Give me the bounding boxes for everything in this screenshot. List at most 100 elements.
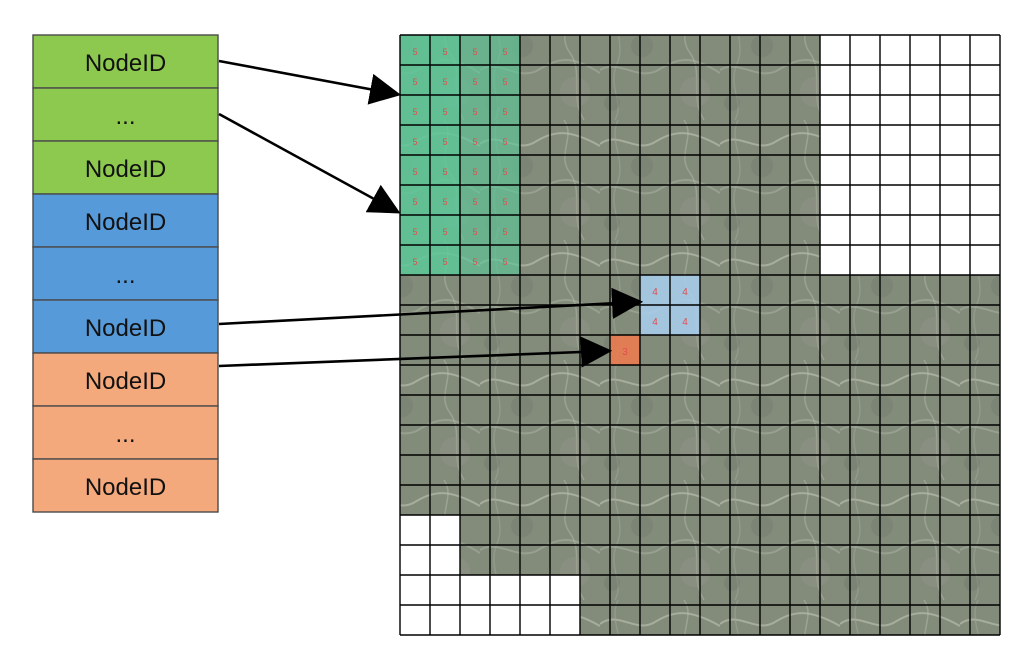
node-id-list: NodeID...NodeIDNodeID...NodeIDNodeID...N… <box>32 34 219 513</box>
node-id-row: NodeID <box>32 458 219 513</box>
level5-cell <box>460 35 490 65</box>
node-id-row-label: NodeID <box>85 156 166 183</box>
node-id-row-box <box>32 87 219 142</box>
level4-cell <box>670 305 700 335</box>
level5-cell-label: 5 <box>502 137 507 147</box>
level5-cell-label: 5 <box>442 137 447 147</box>
level5-cell-label: 5 <box>502 197 507 207</box>
level5-cell <box>490 185 520 215</box>
mapping-arrow <box>218 287 644 326</box>
node-id-row-label: ... <box>115 421 135 448</box>
level5-cell-label: 5 <box>412 77 417 87</box>
level5-cell-label: 5 <box>442 47 447 57</box>
node-id-row-box <box>32 34 219 89</box>
level5-cell <box>460 215 490 245</box>
level5-cell-label: 5 <box>472 227 477 237</box>
level5-cell <box>430 215 460 245</box>
level5-cell <box>490 245 520 275</box>
level5-cell-label: 5 <box>502 227 507 237</box>
level4-cell-label: 4 <box>652 287 658 298</box>
mapping-arrow <box>218 112 401 214</box>
level4-cell <box>670 275 700 305</box>
node-id-row: ... <box>32 405 219 460</box>
level5-cell <box>400 95 430 125</box>
node-id-row: NodeID <box>32 352 219 407</box>
level5-cell <box>490 65 520 95</box>
level5-cell-label: 5 <box>472 77 477 87</box>
level5-cell <box>400 155 430 185</box>
level5-cell-label: 5 <box>472 257 477 267</box>
node-id-row: ... <box>32 246 219 301</box>
level5-cell-label: 5 <box>502 107 507 117</box>
level5-cell <box>430 65 460 95</box>
node-id-row-box <box>32 299 219 354</box>
level5-cell <box>460 155 490 185</box>
level5-cell-label: 5 <box>502 77 507 87</box>
level5-cell <box>430 155 460 185</box>
level5-cell <box>400 215 430 245</box>
level5-cell-label: 5 <box>442 257 447 267</box>
level4-cell-label: 4 <box>682 317 688 328</box>
level5-cell-label: 5 <box>412 197 417 207</box>
node-id-row-label: NodeID <box>85 315 166 342</box>
level5-cell <box>490 215 520 245</box>
mapping-arrow <box>218 59 402 105</box>
level5-cell <box>430 125 460 155</box>
level4-cell-label: 4 <box>652 317 658 328</box>
level5-cell <box>430 245 460 275</box>
level5-cell <box>460 125 490 155</box>
level5-cell-label: 5 <box>442 107 447 117</box>
node-id-row: NodeID <box>32 299 219 354</box>
level5-cell-label: 5 <box>502 167 507 177</box>
mapping-arrows <box>218 59 644 368</box>
level5-cell-label: 5 <box>412 137 417 147</box>
level5-cell-label: 5 <box>472 107 477 117</box>
node-id-row-box <box>32 458 219 513</box>
level4-cell <box>640 305 670 335</box>
level5-cell-label: 5 <box>412 47 417 57</box>
level5-cell-label: 5 <box>472 167 477 177</box>
node-id-row-label: ... <box>115 103 135 130</box>
level5-cell <box>490 95 520 125</box>
level5-cell <box>460 65 490 95</box>
level5-cell-label: 5 <box>502 47 507 57</box>
level5-cell-label: 5 <box>412 257 417 267</box>
level5-cell-label: 5 <box>442 167 447 177</box>
node-id-row: ... <box>32 87 219 142</box>
level5-cell-label: 5 <box>412 227 417 237</box>
level4-cell <box>640 275 670 305</box>
level5-cell <box>400 125 430 155</box>
level5-cell-label: 5 <box>442 227 447 237</box>
level5-cell <box>490 125 520 155</box>
level4-cell-label: 4 <box>682 287 688 298</box>
level5-cell-label: 5 <box>412 107 417 117</box>
level5-cell <box>460 245 490 275</box>
level5-cell <box>430 35 460 65</box>
node-id-row-box <box>32 193 219 248</box>
level5-cell-label: 5 <box>472 47 477 57</box>
mapping-arrow <box>218 336 613 368</box>
level5-cell <box>460 185 490 215</box>
level5-cell-label: 5 <box>442 77 447 87</box>
level5-cell <box>490 35 520 65</box>
node-id-row-label: NodeID <box>85 474 166 501</box>
node-id-row: NodeID <box>32 193 219 248</box>
node-id-row-box <box>32 140 219 195</box>
level5-cell <box>400 185 430 215</box>
level5-cell-label: 5 <box>442 197 447 207</box>
node-id-row-box <box>32 246 219 301</box>
level5-cell-label: 5 <box>472 137 477 147</box>
node-id-row: NodeID <box>32 34 219 89</box>
node-id-row: NodeID <box>32 140 219 195</box>
level5-cell-label: 5 <box>472 197 477 207</box>
level5-cell <box>400 35 430 65</box>
level5-cell-label: 5 <box>502 257 507 267</box>
level5-cell <box>490 155 520 185</box>
level3-cell <box>610 335 640 365</box>
level5-cell <box>400 245 430 275</box>
node-id-row-label: NodeID <box>85 50 166 77</box>
level5-cell <box>460 95 490 125</box>
